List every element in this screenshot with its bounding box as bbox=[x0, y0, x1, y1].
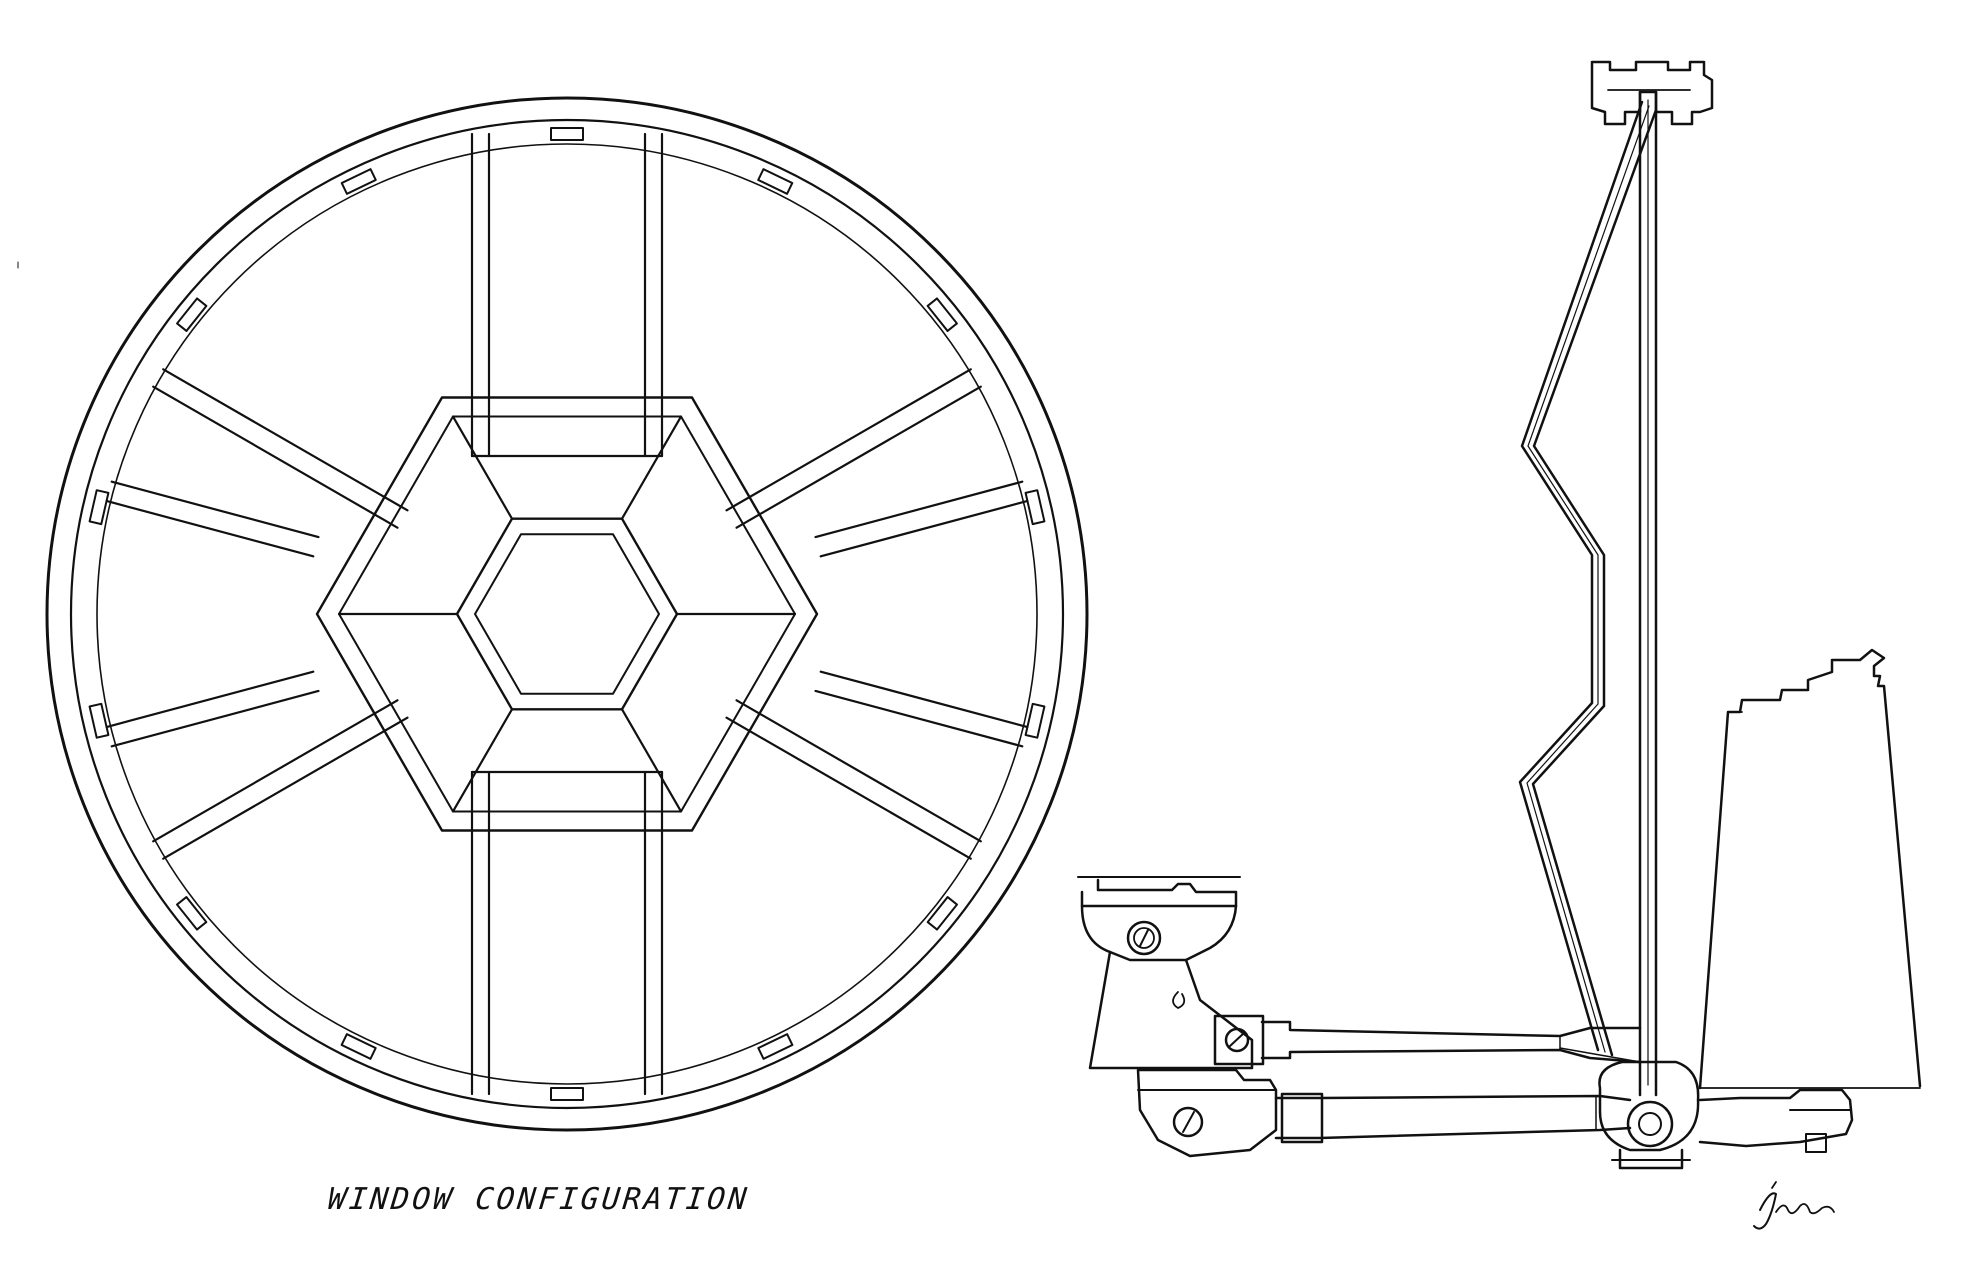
ring-clip bbox=[550, 1087, 584, 1101]
hexagon-connector bbox=[620, 415, 683, 520]
radial-strut-edge bbox=[725, 368, 972, 512]
ring-clip bbox=[88, 702, 110, 739]
radial-strut-edge bbox=[819, 499, 1029, 558]
ring-clip bbox=[757, 1033, 794, 1060]
radial-strut-edge bbox=[735, 699, 982, 843]
articulated-arm-drawing bbox=[1077, 60, 1922, 1170]
radial-strut-edge bbox=[152, 385, 399, 529]
ring-clip bbox=[1024, 489, 1046, 526]
radial-struts bbox=[105, 132, 1029, 1096]
right-foot bbox=[1698, 1088, 1854, 1153]
radial-strut-edge bbox=[152, 699, 399, 843]
radial-strut-edge bbox=[105, 499, 315, 558]
radial-strut-edge bbox=[162, 368, 409, 512]
ring-clip bbox=[550, 127, 584, 141]
ring-clip bbox=[757, 168, 794, 195]
zigzag-link bbox=[1518, 100, 1658, 1057]
outer-ring bbox=[45, 96, 1089, 1132]
radial-strut-edge bbox=[105, 670, 315, 729]
ring-clip bbox=[926, 297, 958, 332]
ring-clip bbox=[926, 896, 958, 931]
hexagon-frames bbox=[315, 396, 819, 832]
ring-clips bbox=[88, 127, 1046, 1101]
radial-strut-edge bbox=[725, 716, 972, 860]
inner-hexagon-inner bbox=[474, 533, 660, 695]
ring-clip bbox=[88, 489, 110, 526]
mast-top-cap bbox=[1590, 60, 1714, 126]
drawing-caption: WINDOW CONFIGURATION bbox=[326, 1182, 752, 1217]
window-configuration-drawing bbox=[45, 96, 1089, 1132]
lower-base-mount bbox=[1136, 1068, 1278, 1158]
upper-base-mount bbox=[1077, 876, 1254, 1070]
ring-clip bbox=[1024, 702, 1046, 739]
outer-hexagon bbox=[315, 396, 819, 832]
radial-strut-edge bbox=[110, 480, 320, 539]
radial-strut-edge bbox=[110, 689, 320, 748]
artist-signature bbox=[1753, 1181, 1835, 1230]
radial-strut-edge bbox=[814, 689, 1024, 748]
hexagon-connector bbox=[451, 415, 514, 520]
lower-arm bbox=[1274, 1092, 1632, 1144]
ring-clip bbox=[176, 297, 208, 332]
ring-clip bbox=[176, 896, 208, 931]
ring-clip bbox=[340, 1033, 377, 1060]
inner-ring-edge bbox=[96, 143, 1038, 1085]
radial-strut-edge bbox=[162, 716, 409, 860]
outer-ring-edge bbox=[45, 96, 1089, 1132]
radial-strut-edge bbox=[735, 385, 982, 529]
hexagon-connector bbox=[620, 708, 683, 813]
radial-strut-edge bbox=[814, 480, 1024, 539]
inner-hexagon bbox=[455, 517, 679, 711]
radial-strut-edge bbox=[819, 670, 1029, 729]
upper-arm bbox=[1213, 1014, 1642, 1066]
tapered-housing bbox=[1698, 648, 1922, 1090]
hexagon-connector bbox=[451, 708, 514, 813]
vertical-mast bbox=[1638, 90, 1658, 1097]
outer-ring-inner-edge bbox=[69, 118, 1065, 1110]
ring-clip bbox=[340, 168, 377, 195]
pivot-joint bbox=[1559, 1047, 1700, 1170]
